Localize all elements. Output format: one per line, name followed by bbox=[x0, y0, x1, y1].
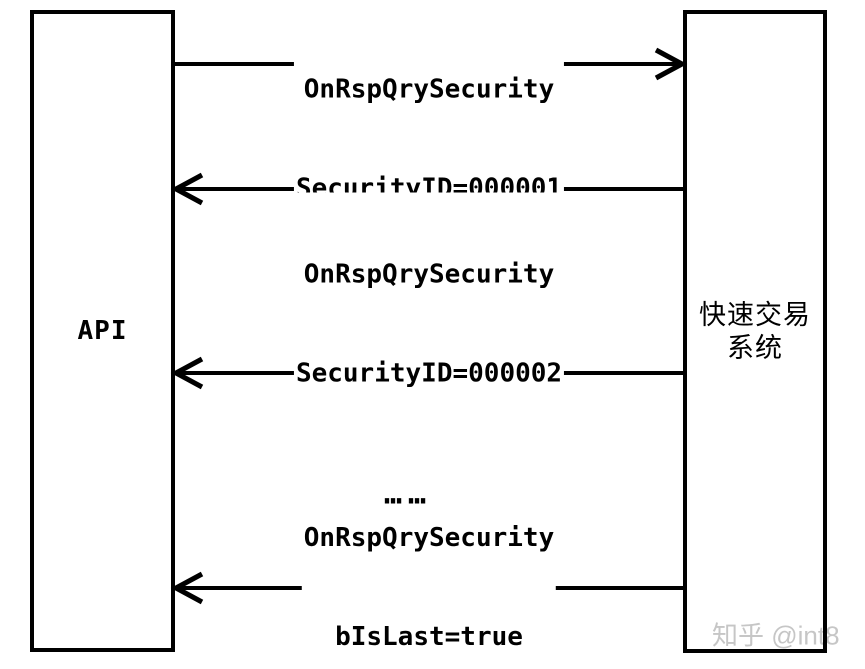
actor-trading-system-box: 快速交易 系统 bbox=[683, 10, 827, 653]
message-line: SecurityID=000002 bbox=[295, 358, 563, 389]
message-line: OnRspQrySecurity bbox=[303, 523, 555, 553]
actor-trading-system-label-line2: 系统 bbox=[727, 332, 783, 364]
actor-api-label: API bbox=[77, 316, 128, 346]
message-line: OnRspQrySecurity bbox=[303, 74, 555, 105]
message-line: bIsLast=true bbox=[335, 622, 523, 652]
actor-api-box: API bbox=[30, 10, 175, 652]
message-line: OnRspQrySecurity bbox=[303, 259, 555, 290]
actor-trading-system-label-line1: 快速交易 bbox=[699, 299, 811, 331]
continuation-ellipsis: …… bbox=[380, 476, 436, 512]
actor-trading-system-label: 快速交易 系统 bbox=[699, 299, 811, 365]
watermark-text: 知乎 @int8 bbox=[712, 620, 840, 651]
